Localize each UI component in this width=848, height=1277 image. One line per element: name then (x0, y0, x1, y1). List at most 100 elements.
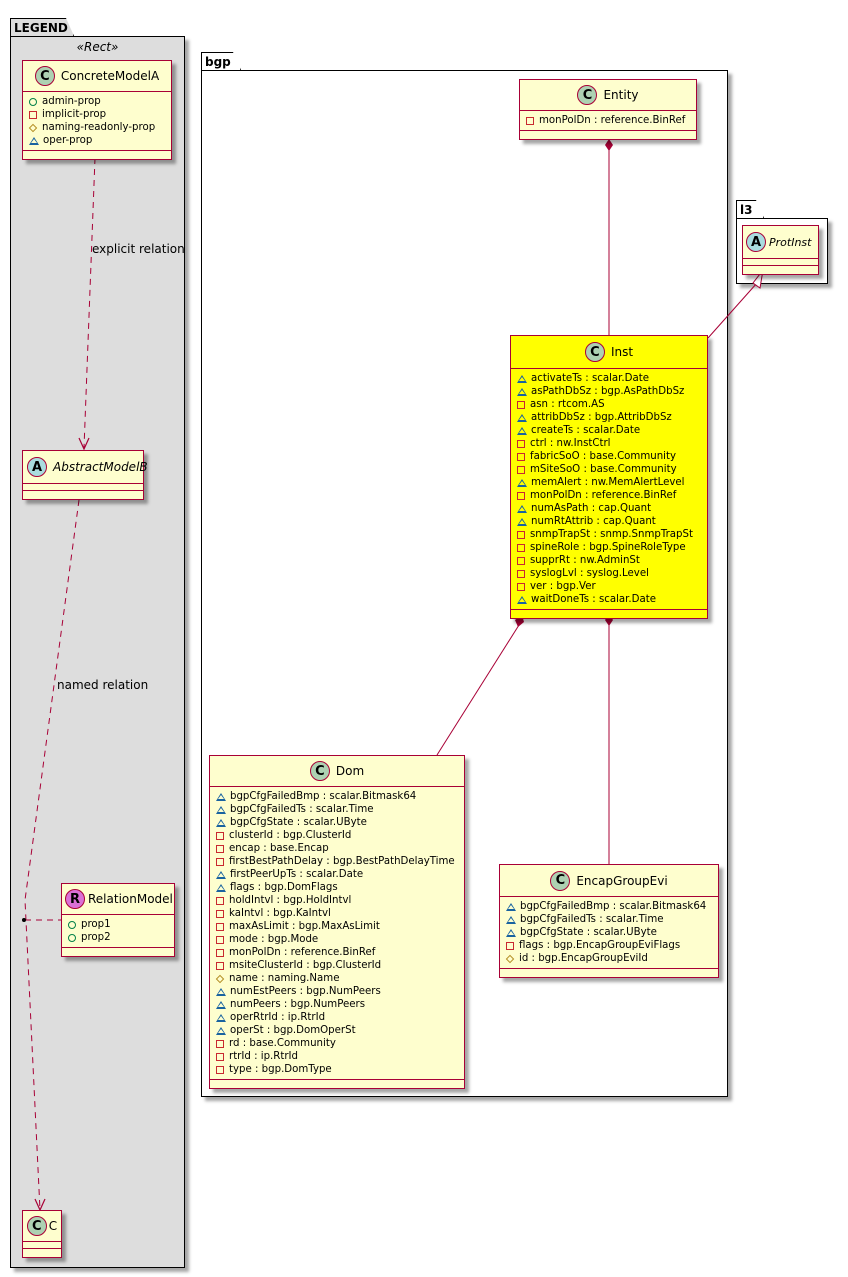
package-visibility-icon (216, 1013, 226, 1022)
method-list (743, 266, 818, 274)
package-visibility-icon (517, 595, 527, 604)
attribute-item: bgpCfgFailedBmp : scalar.Bitmask64 (506, 900, 712, 913)
attribute-item: operSt : bgp.DomOperSt (216, 1024, 458, 1037)
private-visibility-icon (29, 110, 37, 119)
package-visibility-icon (216, 818, 226, 827)
package-visibility-icon (517, 478, 527, 487)
private-visibility-icon (526, 116, 534, 125)
class-relation-model[interactable]: R RelationModel prop1 prop2 (61, 883, 175, 957)
named-relation-label: named relation (57, 678, 149, 692)
attribute-item: ctrl : nw.InstCtrl (517, 437, 701, 450)
public-visibility-icon (68, 920, 76, 929)
private-visibility-icon (517, 530, 525, 539)
class-header: C ConcreteModelA (23, 61, 171, 92)
private-visibility-icon (216, 844, 224, 853)
junction-dot (22, 918, 26, 922)
attribute-item: flags : bgp.EncapGroupEviFlags (506, 939, 712, 952)
attribute-item: mode : bgp.Mode (216, 933, 458, 946)
private-visibility-icon (216, 1052, 224, 1061)
attribute-item: naming-readonly-prop (29, 121, 165, 134)
class-name: C (48, 1219, 58, 1233)
private-visibility-icon (517, 465, 525, 474)
private-visibility-icon (216, 857, 224, 866)
method-list (520, 131, 696, 139)
class-name: Dom (335, 764, 365, 778)
attribute-item: fabricSoO : base.Community (517, 450, 701, 463)
attribute-item: encap : base.Encap (216, 842, 458, 855)
method-list (511, 610, 707, 618)
attribute-item: id : bgp.EncapGroupEviId (506, 952, 712, 965)
attribute-list: monPolDn : reference.BinRef (520, 111, 696, 131)
attribute-list (23, 1242, 61, 1249)
class-c[interactable]: C C (22, 1210, 62, 1258)
package-visibility-icon (216, 805, 226, 814)
attribute-item: snmpTrapSt : snmp.SnmpTrapSt (517, 528, 701, 541)
attribute-list: bgpCfgFailedBmp : scalar.Bitmask64 bgpCfg… (500, 897, 718, 969)
class-name: Entity (603, 88, 639, 102)
package-visibility-icon (216, 883, 226, 892)
attribute-item: memAlert : nw.MemAlertLevel (517, 476, 701, 489)
method-list (23, 1249, 61, 1257)
attribute-item: operRtrId : ip.RtrId (216, 1011, 458, 1024)
attribute-item: flags : bgp.DomFlags (216, 881, 458, 894)
package-visibility-icon (216, 987, 226, 996)
class-concrete-model-a[interactable]: C ConcreteModelA admin-prop implicit-pro… (22, 60, 172, 160)
class-name: EncapGroupEvi (576, 873, 668, 888)
protected-visibility-icon (29, 124, 37, 132)
private-visibility-icon (216, 961, 224, 970)
package-visibility-icon (506, 928, 516, 937)
class-header: A AbstractModelB (23, 451, 148, 484)
class-prot-inst[interactable]: A ProtInst (742, 225, 819, 275)
private-visibility-icon (517, 400, 525, 409)
attribute-list (23, 484, 143, 491)
package-visibility-icon (216, 1000, 226, 1009)
private-visibility-icon (216, 922, 224, 931)
attribute-item: supprRt : nw.AdminSt (517, 554, 701, 567)
private-visibility-icon (517, 491, 525, 500)
attribute-item: bgpCfgState : scalar.UByte (506, 926, 712, 939)
dependency-arrow-icon (78, 437, 90, 451)
legend-package (10, 36, 185, 1268)
class-abstract-model-b[interactable]: A AbstractModelB (22, 450, 148, 500)
class-entity[interactable]: C Entity monPolDn : reference.BinRef (519, 79, 697, 140)
attribute-item: activateTs : scalar.Date (517, 372, 701, 385)
private-visibility-icon (517, 543, 525, 552)
public-visibility-icon (29, 97, 37, 106)
class-header: C Inst (511, 336, 707, 369)
class-header: C EncapGroupEvi (500, 865, 718, 897)
attribute-item: prop1 (68, 918, 168, 931)
attribute-item: ver : bgp.Ver (517, 580, 701, 593)
attribute-item: monPolDn : reference.BinRef (517, 489, 701, 502)
attribute-list: admin-prop implicit-prop naming-readonly… (23, 92, 171, 151)
method-list (210, 1080, 464, 1088)
class-header: C C (23, 1211, 61, 1242)
private-visibility-icon (216, 831, 224, 840)
attribute-item: type : bgp.DomType (216, 1063, 458, 1076)
class-dom[interactable]: C Dom bgpCfgFailedBmp : scalar.Bitmask64… (209, 755, 465, 1089)
abstract-a-icon: A (746, 232, 766, 252)
class-c-icon: C (26, 1216, 47, 1236)
class-c-icon: C (34, 66, 55, 86)
class-encap-group-evi[interactable]: C EncapGroupEvi bgpCfgFailedBmp : scalar… (499, 864, 719, 978)
attribute-item: firstBestPathDelay : bgp.BestPathDelayTi… (216, 855, 458, 868)
attribute-item: syslogLvl : syslog.Level (517, 567, 701, 580)
private-visibility-icon (506, 941, 514, 950)
attribute-item: holdIntvl : bgp.HoldIntvl (216, 894, 458, 907)
attribute-item: msiteClusterId : bgp.ClusterId (216, 959, 458, 972)
attribute-list: prop1 prop2 (62, 915, 174, 948)
attribute-item: implicit-prop (29, 108, 165, 121)
private-visibility-icon (517, 439, 525, 448)
private-visibility-icon (517, 582, 525, 591)
class-name: RelationModel (88, 892, 173, 906)
attribute-item: bgpCfgState : scalar.UByte (216, 816, 458, 829)
class-name: AbstractModelB (53, 460, 148, 474)
private-visibility-icon (517, 452, 525, 461)
relation-r-icon: R (65, 889, 85, 909)
attribute-item: waitDoneTs : scalar.Date (517, 593, 701, 606)
attribute-item: admin-prop (29, 95, 165, 108)
package-visibility-icon (216, 870, 226, 879)
attribute-item: oper-prop (29, 134, 165, 147)
